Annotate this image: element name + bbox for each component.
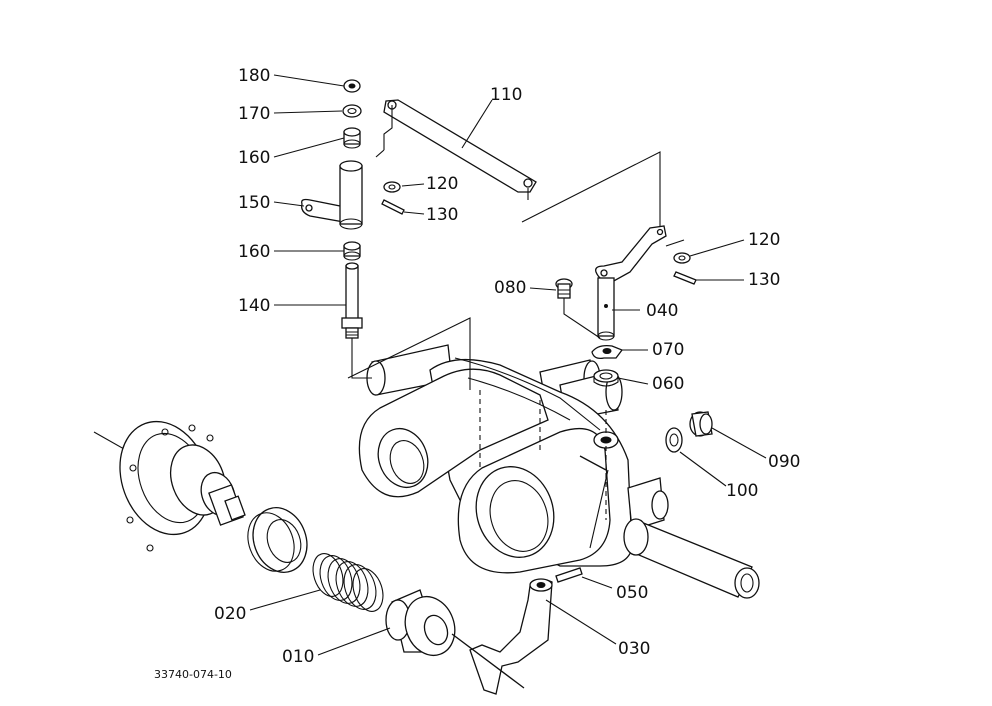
- shift-sleeve-010: [385, 589, 456, 657]
- gear-housing: [358, 344, 633, 574]
- label-010: 010: [282, 647, 314, 667]
- label-170: 170: [238, 104, 270, 124]
- bolt-080: [555, 278, 601, 339]
- label-160-upper: 160: [238, 148, 270, 168]
- label-120-upper: 120: [426, 174, 458, 194]
- label-090: 090: [768, 452, 800, 472]
- e-clip-070: [591, 344, 624, 360]
- bushing-160-lower: [343, 241, 361, 261]
- label-100: 100: [726, 481, 758, 501]
- washer-120-upper: [383, 181, 401, 193]
- label-160-lower: 160: [238, 242, 270, 262]
- washer-170: [342, 104, 362, 118]
- label-070: 070: [652, 340, 684, 360]
- plug-090: [689, 411, 713, 437]
- label-110: 110: [490, 85, 522, 105]
- shift-fork-030: [451, 578, 553, 695]
- washer-100: [665, 427, 683, 453]
- bushing-160-upper: [343, 127, 361, 149]
- label-020: 020: [214, 604, 246, 624]
- label-140: 140: [238, 296, 270, 316]
- nut-180: [343, 79, 361, 93]
- label-050: 050: [616, 583, 648, 603]
- label-030: 030: [618, 639, 650, 659]
- label-040: 040: [646, 301, 678, 321]
- washer-120-lower: [673, 252, 691, 264]
- figure-code: 33740-074-10: [154, 668, 232, 681]
- label-080: 080: [494, 278, 526, 298]
- label-180: 180: [238, 66, 270, 86]
- label-120-lower: 120: [748, 230, 780, 250]
- label-060: 060: [652, 374, 684, 394]
- cotter-pin-130-upper: [381, 199, 405, 215]
- axle-shaft: [579, 455, 760, 599]
- lever-040: [595, 225, 667, 341]
- seal-060: [593, 369, 619, 387]
- cotter-pin-130-lower: [673, 271, 697, 285]
- label-150: 150: [238, 193, 270, 213]
- shaft-140: [341, 262, 372, 379]
- pin-050: [555, 567, 613, 589]
- differential-assembly: [93, 420, 246, 552]
- lever-150: [301, 160, 363, 230]
- label-130-lower: 130: [748, 270, 780, 290]
- label-130-upper: 130: [426, 205, 458, 225]
- link-rod-110: [375, 99, 537, 200]
- bearing-020: [247, 507, 308, 573]
- spring: [312, 553, 384, 612]
